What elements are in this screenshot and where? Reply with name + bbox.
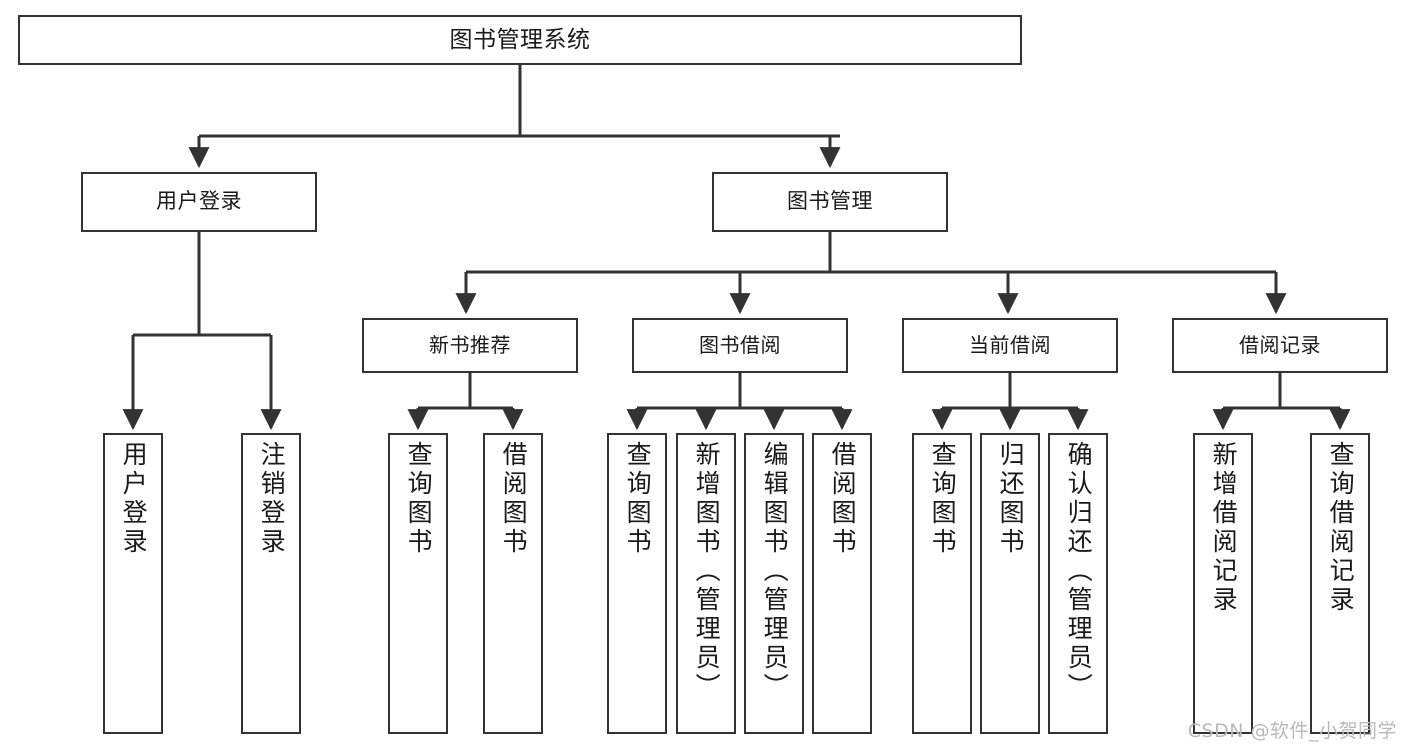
node-label: 查询图书 (623, 441, 653, 557)
node-label: 借阅图书 (828, 441, 858, 557)
node-label: 新增图书（管理员） (692, 441, 722, 702)
leaf-current-borrow-confirm-return-admin[interactable]: 确认归还（管理员） (1048, 433, 1108, 734)
leaf-book-borrow-query-book[interactable]: 查询图书 (607, 433, 667, 734)
node-label: 用户登录 (119, 441, 149, 557)
node-label: 新增借阅记录 (1209, 441, 1239, 615)
node-root-book-management-system[interactable]: 图书管理系统 (18, 15, 1022, 65)
node-book-management[interactable]: 图书管理 (712, 172, 948, 232)
node-book-borrow[interactable]: 图书借阅 (632, 318, 848, 373)
node-label: 查询借阅记录 (1326, 441, 1356, 615)
node-new-book-recommend[interactable]: 新书推荐 (362, 318, 578, 373)
leaf-book-borrow-edit-book-admin[interactable]: 编辑图书（管理员） (744, 433, 804, 734)
leaf-borrow-record-add-record[interactable]: 新增借阅记录 (1193, 433, 1253, 734)
node-label: 确认归还（管理员） (1064, 441, 1094, 702)
leaf-book-borrow-add-book-admin[interactable]: 新增图书（管理员） (676, 433, 736, 734)
node-user-login[interactable]: 用户登录 (81, 172, 317, 232)
node-label: 编辑图书（管理员） (760, 441, 790, 702)
node-label: 图书管理系统 (449, 26, 591, 53)
node-label: 查询图书 (928, 441, 958, 557)
node-label: 注销登录 (257, 441, 287, 557)
node-borrow-record[interactable]: 借阅记录 (1172, 318, 1388, 373)
node-label: 当前借阅 (969, 333, 1051, 358)
node-current-borrow[interactable]: 当前借阅 (902, 318, 1118, 373)
leaf-current-borrow-return-book[interactable]: 归还图书 (980, 433, 1040, 734)
leaf-user-login-login[interactable]: 用户登录 (103, 433, 163, 734)
leaf-current-borrow-query-book[interactable]: 查询图书 (912, 433, 972, 734)
node-label: 用户登录 (156, 189, 242, 214)
node-label: 图书管理 (787, 189, 873, 214)
node-label: 图书借阅 (699, 333, 781, 358)
csdn-watermark: CSDN @软件_小贺同学 (1187, 720, 1397, 742)
node-label: 借阅记录 (1239, 333, 1321, 358)
node-label: 新书推荐 (429, 333, 511, 358)
node-label: 查询图书 (404, 441, 434, 557)
node-label: 借阅图书 (499, 441, 529, 557)
node-label: 归还图书 (996, 441, 1026, 557)
leaf-book-borrow-borrow-book[interactable]: 借阅图书 (812, 433, 872, 734)
leaf-borrow-record-query-record[interactable]: 查询借阅记录 (1310, 433, 1370, 734)
leaf-new-book-query-book[interactable]: 查询图书 (388, 433, 448, 734)
leaf-new-book-borrow-book[interactable]: 借阅图书 (483, 433, 543, 734)
leaf-user-login-logout[interactable]: 注销登录 (241, 433, 301, 734)
